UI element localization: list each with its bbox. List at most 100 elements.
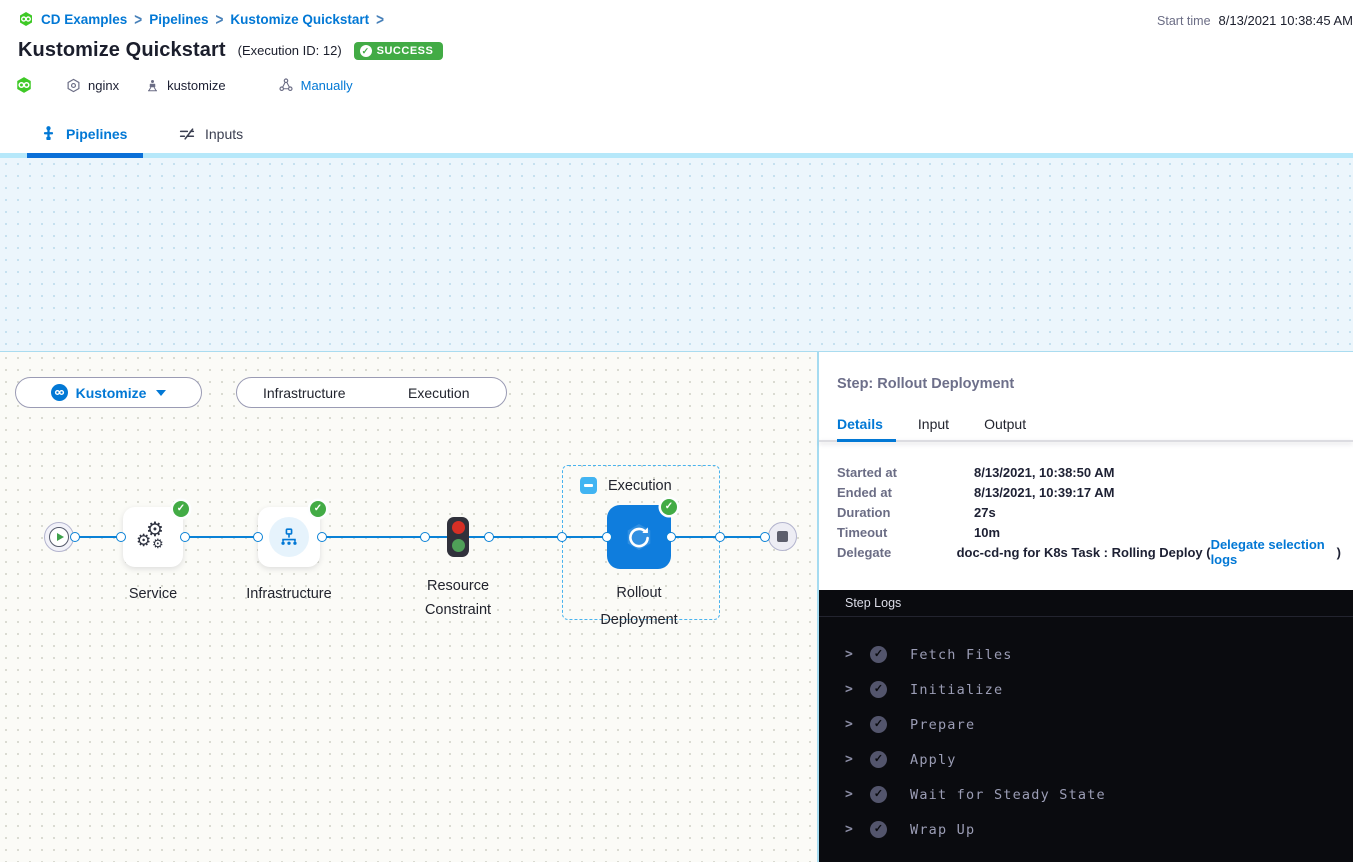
detail-label: Timeout (837, 524, 888, 540)
chevron-right-icon[interactable] (845, 787, 857, 802)
chevron-down-icon (156, 389, 167, 396)
gears-icon: ⚙⚙⚙ (136, 519, 164, 551)
phase-toggle-execution[interactable]: Execution (408, 384, 470, 401)
connector-dot (420, 532, 430, 542)
harness-cd-icon (15, 76, 33, 94)
inputs-icon (179, 128, 195, 140)
breadcrumb-item-cd-examples[interactable]: CD Examples (41, 11, 128, 27)
detail-label: Delegate (837, 544, 892, 560)
stage-end-node[interactable] (768, 522, 797, 551)
connector-dot (760, 532, 770, 542)
breadcrumb-item-pipelines[interactable]: Pipelines (149, 11, 209, 27)
rolling-deploy-icon (627, 524, 651, 550)
step-label-service: Service (128, 586, 178, 602)
harness-cd-icon (20, 12, 32, 26)
collapse-minus-icon[interactable] (580, 477, 597, 494)
stop-icon (777, 531, 788, 542)
detail-label: Ended at (837, 484, 892, 500)
detail-value: doc-cd-ng for K8s Task : Rolling Deploy … (956, 544, 1211, 560)
step-logs-panel: Step Logs Fetch Files Initialize Prepare (819, 590, 1353, 862)
chevron-right-icon[interactable] (845, 822, 857, 837)
tabbar-underline-track (0, 153, 1353, 158)
connector-dot (557, 532, 567, 542)
success-check-icon (870, 646, 887, 663)
detail-value-suffix: ) (1336, 544, 1341, 560)
log-section-fetch-files[interactable]: Fetch Files (819, 637, 1353, 672)
detail-label: Duration (837, 504, 891, 520)
success-check-icon (870, 681, 887, 698)
detail-row-duration: Duration 27s (837, 502, 1341, 522)
detail-value: 27s (974, 504, 996, 520)
lower-split: Kustomize Infrastructure Execution Execu… (0, 352, 1353, 862)
log-section-label: Wait for Steady State (910, 786, 1106, 803)
log-section-initialize[interactable]: Initialize (819, 672, 1353, 707)
chevron-right-icon[interactable] (845, 647, 857, 662)
step-node-service[interactable]: ⚙⚙⚙ (123, 501, 189, 567)
status-badge-label: SUCCESS (376, 44, 434, 57)
step-node-rollout-deployment[interactable] (607, 499, 677, 569)
infrastructure-icon (269, 517, 309, 557)
tab-pipelines[interactable]: Pipelines (40, 125, 127, 142)
step-logs-header: Step Logs (819, 590, 1353, 617)
tab-inputs[interactable]: Inputs (178, 125, 243, 143)
phase-toggle: Infrastructure Execution (236, 377, 507, 408)
detail-value: 8/13/2021, 10:38:50 AM (974, 464, 1115, 480)
breadcrumb-separator-icon: > (134, 10, 143, 28)
stage-selector-label: Kustomize (75, 384, 147, 401)
environment-name: kustomize (167, 77, 226, 93)
chevron-right-icon[interactable] (845, 682, 857, 697)
execution-group-label: Execution (608, 477, 672, 494)
trigger-icon (278, 77, 294, 93)
details-rows: Started at 8/13/2021, 10:38:50 AM Ended … (837, 462, 1341, 568)
stage-canvas: Kustomize Infrastructure Execution Execu… (0, 352, 817, 862)
connector-dot (666, 532, 676, 542)
step-panel-tabs: Details Input Output (837, 416, 1026, 432)
step-label-resource-constraint: Resource Constraint (424, 578, 492, 618)
step-label-rollout-deployment: Rollout Deployment (600, 585, 678, 628)
log-section-wait-for-steady-state[interactable]: Wait for Steady State (819, 777, 1353, 812)
main-tabbar: Pipelines Inputs (0, 115, 1353, 158)
log-section-prepare[interactable]: Prepare (819, 707, 1353, 742)
tab-output[interactable]: Output (984, 416, 1027, 432)
trigger-link[interactable]: Manually (300, 77, 353, 93)
tab-pipelines-label: Pipelines (66, 125, 128, 142)
page-title: Kustomize Quickstart (18, 39, 226, 61)
breadcrumb: CD Examples > Pipelines > Kustomize Quic… (18, 10, 384, 28)
log-section-label: Apply (910, 751, 957, 768)
stage-selector-dropdown[interactable]: Kustomize (15, 377, 202, 408)
success-check-icon (310, 501, 326, 517)
chevron-right-icon[interactable] (845, 752, 857, 767)
step-panel-title: Step: Rollout Deployment (837, 376, 1015, 392)
step-node-resource-constraint[interactable] (447, 517, 469, 557)
phase-toggle-infrastructure[interactable]: Infrastructure (263, 384, 346, 401)
log-section-label: Initialize (910, 681, 1004, 698)
detail-value: 8/13/2021, 10:39:17 AM (974, 484, 1115, 500)
pipeline-icon (43, 126, 54, 140)
execution-group-box: Execution (562, 465, 720, 620)
panel-divider (819, 440, 1353, 442)
harness-cd-icon (50, 384, 68, 401)
stage-start-node[interactable] (44, 522, 74, 552)
step-logs-body: Fetch Files Initialize Prepare Apply (819, 617, 1353, 847)
chevron-right-icon[interactable] (845, 717, 857, 732)
breadcrumb-item-kustomize-quickstart[interactable]: Kustomize Quickstart (230, 11, 370, 27)
tab-input[interactable]: Input (917, 416, 950, 432)
connector-dot (180, 532, 190, 542)
success-check-icon (870, 751, 887, 768)
log-section-apply[interactable]: Apply (819, 742, 1353, 777)
success-check-icon (870, 786, 887, 803)
success-check-icon (661, 499, 677, 515)
start-time-label: Start time (1157, 14, 1211, 28)
connector-dot (116, 532, 126, 542)
status-badge: SUCCESS (353, 41, 444, 60)
log-section-wrap-up[interactable]: Wrap Up (819, 812, 1353, 847)
step-node-infrastructure[interactable] (258, 501, 326, 567)
delegate-selection-logs-link[interactable]: Delegate selection logs (1210, 537, 1325, 567)
tab-details[interactable]: Details (837, 416, 883, 432)
log-section-label: Fetch Files (910, 646, 1013, 663)
log-section-label: Prepare (910, 716, 976, 733)
tab-inputs-label: Inputs (205, 126, 244, 142)
breadcrumb-separator-icon: > (215, 10, 224, 28)
connector-dot (253, 532, 263, 542)
